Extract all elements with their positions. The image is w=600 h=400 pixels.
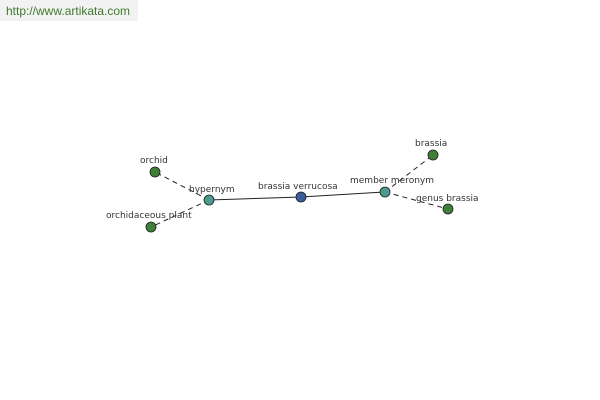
node-orchidaceous-plant[interactable] [145, 221, 157, 233]
node-member-meronym[interactable] [379, 186, 391, 198]
source-link[interactable]: http://www.artikata.com [6, 4, 131, 18]
node-genus-brassia[interactable] [442, 203, 454, 215]
label-genus-brassia: genus brassia [416, 194, 479, 204]
edge-hypernym-orchidaceous-plant [150, 199, 210, 228]
edge-center-member-meronym [300, 191, 386, 198]
label-hypernym: hypernym [189, 185, 235, 195]
source-bar: http://www.artikata.com [0, 0, 138, 21]
edge-hypernym-orchid [154, 171, 210, 201]
label-brassia: brassia [415, 139, 447, 149]
node-brassia-verrucosa[interactable] [295, 191, 307, 203]
node-orchid[interactable] [149, 166, 161, 178]
label-orchid: orchid [140, 156, 168, 166]
edge-member-meronym-genus-brassia [384, 191, 449, 210]
label-member-meronym: member meronym [350, 176, 434, 186]
label-orchidaceous-plant: orchidaceous plant [106, 211, 192, 221]
node-brassia[interactable] [427, 149, 439, 161]
edge-center-hypernym [208, 196, 302, 201]
edge-member-meronym-brassia [384, 154, 434, 193]
node-hypernym[interactable] [203, 194, 215, 206]
label-brassia-verrucosa: brassia verrucosa [258, 182, 338, 192]
